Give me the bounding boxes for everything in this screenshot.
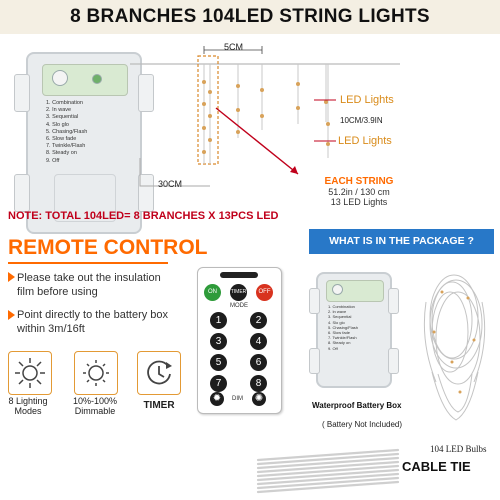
bulb-spacing-label: 10CM/3.9IN [340, 116, 383, 125]
spacing-label: 5CM [224, 42, 244, 52]
sun-rays-icon [15, 358, 45, 388]
battery-compartment [42, 64, 128, 96]
dim-label: DIM [232, 396, 243, 402]
battery-note: ( Battery Not Included) [322, 420, 403, 429]
dim-down-key: ✹ [210, 392, 224, 406]
feature-box [8, 351, 52, 395]
package-title: WHAT IS IN THE PACKAGE ? [329, 235, 474, 247]
feature-label: TIMER [143, 400, 175, 411]
mode-list: 1. Combination 2. In wave 3. Sequential … [328, 304, 359, 351]
mode-button-icon [332, 284, 343, 295]
battery-box-top: 1. Combination 2. In wave 3. Sequential … [14, 52, 154, 234]
battery-clip [309, 348, 320, 374]
number-key: 7 [210, 375, 227, 392]
off-key: OFF [256, 284, 273, 301]
feature-label: 8 Lighting Modes [8, 396, 48, 416]
lead-wire-label: 30CM [158, 179, 183, 189]
battery-clip [388, 288, 399, 314]
battery-clip [14, 74, 30, 112]
arrow-icon [8, 310, 15, 320]
battery-box-package: 1. Combination 2. In wave 3. Sequential … [309, 272, 399, 388]
indicator-icon [92, 74, 102, 84]
feature-box [137, 351, 181, 395]
mode-button-icon [52, 70, 68, 86]
arrow-icon [8, 272, 15, 282]
number-key: 8 [250, 375, 267, 392]
package-title-banner [309, 229, 494, 254]
cable-tie-label: CABLE TIE [402, 459, 471, 474]
timer-key: TIMER [230, 284, 247, 301]
remote-control: ON TIMER OFF MODE 1 2 3 4 5 6 7 8 ✹ ✺ DI… [197, 267, 282, 414]
bulbs-label: 104 LED Bulbs [430, 444, 487, 454]
bullet-text: Point directly to the battery box within… [17, 309, 169, 335]
total-note: NOTE: TOTAL 104LED= 8 BRANCHES X 13PCS L… [8, 210, 279, 222]
string-lights-diagram [130, 46, 400, 187]
feature-box [74, 351, 118, 395]
battery-clip [388, 348, 399, 374]
number-key: 3 [210, 333, 227, 350]
bullet-text: Please take out the insulation film befo… [17, 272, 161, 298]
dim-sun-icon [83, 360, 109, 386]
number-key: 6 [250, 354, 267, 371]
led-lights-label: LED Lights [338, 135, 392, 147]
each-string-label: EACH STRING 51.2in / 130 cm 13 LED Light… [324, 176, 394, 207]
led-lights-label: LED Lights [340, 94, 394, 106]
dim-up-key: ✺ [252, 392, 266, 406]
cable-ties-image [256, 448, 400, 494]
battery-box-label: Waterproof Battery Box [312, 401, 402, 410]
number-key: 4 [250, 333, 267, 350]
ir-window [220, 272, 258, 278]
clock-icon [147, 360, 172, 385]
battery-clip [138, 74, 154, 112]
title-banner [0, 0, 500, 34]
battery-slot [54, 174, 116, 222]
number-key: 1 [210, 312, 227, 329]
number-key: 2 [250, 312, 267, 329]
on-key: ON [204, 284, 221, 301]
feature-label: 10%-100% Dimmable [72, 396, 118, 416]
remote-control-title: REMOTE CONTROL [8, 236, 208, 259]
number-key: 5 [210, 354, 227, 371]
battery-clip [14, 174, 30, 212]
coiled-led-bulbs-image [423, 274, 486, 421]
mode-list: 1. Combination 2. In wave 3. Sequential … [46, 100, 88, 164]
title-underline [8, 262, 168, 264]
page-title: 8 BRANCHES 104LED STRING LIGHTS [70, 6, 430, 27]
battery-clip [138, 174, 154, 212]
mode-label: MODE [230, 303, 248, 309]
battery-clip [309, 288, 320, 314]
